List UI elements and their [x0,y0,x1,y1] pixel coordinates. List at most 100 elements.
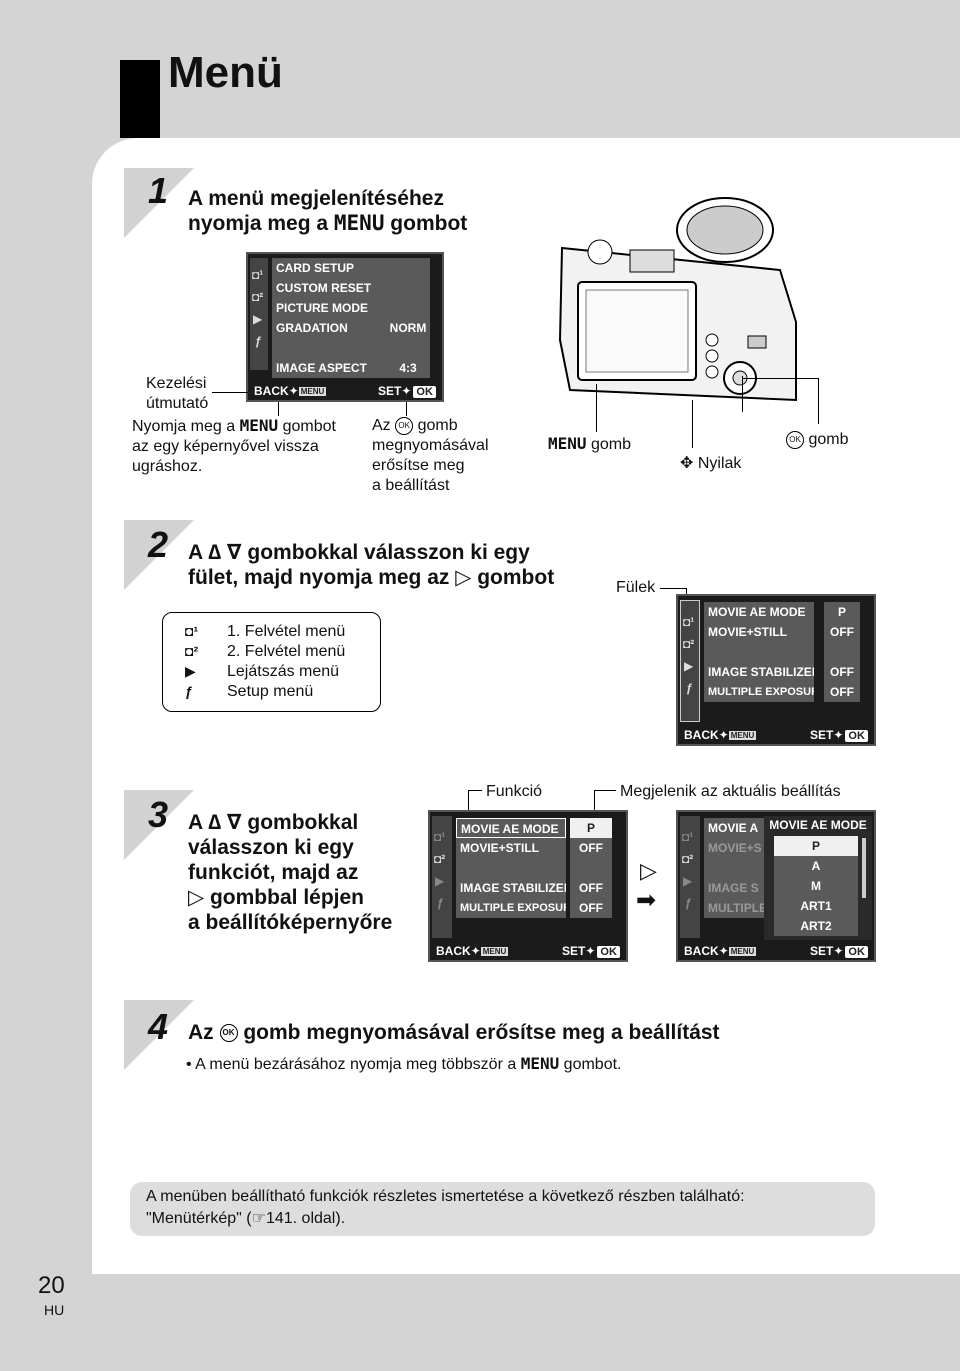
step-corner [124,790,194,860]
menu-item[interactable]: CARD SETUP [272,258,430,278]
right-arrow-icon: ▷ [640,858,657,883]
menu-item[interactable] [456,858,566,878]
title-marker [120,60,160,138]
arrows-label: ✥ Nyilak [680,455,742,472]
info-box: A menüben beállítható funkciók részletes… [130,1182,875,1236]
menu-item[interactable]: IMAGE STABILIZER [456,878,566,898]
step-3-text: A ∆ ∇ gombokkal válasszon ki egy funkció… [188,811,393,934]
camera-2-icon: ◘² [185,643,199,659]
menu-value: OFF [570,838,612,858]
menu-value: OFF [570,878,612,898]
step-corner [124,1000,194,1070]
ok-note: Az OK gomb megnyomásával erősítse meg a … [372,416,489,494]
menu-screen-1: ◘¹ ◘² ▶ ƒ CARD SETUP CUSTOM RESET PICTUR… [246,252,444,402]
menu-value: OFF [824,622,860,642]
camera-1-icon: ◘¹ [683,615,695,629]
camera-illustration [558,197,797,402]
play-icon: ▶ [185,663,196,679]
back-guide: BACK✦MENU [684,944,757,958]
menu-item[interactable]: GRADATION [272,318,430,338]
popup-title: MOVIE AE MODE [769,818,867,832]
scrollbar[interactable] [862,838,866,898]
page-title: Menü [168,48,283,97]
tab-column: ◘¹ ◘² ▶ ƒ [680,816,700,938]
camera-2-icon: ◘² [434,852,446,866]
set-guide: SET✦OK [810,944,868,958]
step-4-number: 4 [148,1006,169,1047]
menu-item[interactable]: PICTURE MODE [272,298,430,318]
camera-2-icon: ◘² [683,637,695,651]
tab-legend: ◘¹ 1. Felvétel menü ◘² 2. Felvétel menü … [162,612,381,712]
menu-item[interactable]: MULTIPLE EXPOSURE [704,682,814,702]
menu-item[interactable]: MOVIE+STILL [456,838,566,858]
menu-screen-3b: ◘¹ ◘² ▶ ƒ MOVIE A MOVIE+S IMAGE S MULTIP… [676,810,876,962]
step-2-text: A ∆ ∇ gombokkal válasszon ki egy fület, … [188,541,555,589]
wrench-icon: ƒ [685,896,692,910]
menu-item[interactable] [704,858,764,878]
option-item[interactable]: ART1 [774,896,858,916]
menu-item[interactable]: MOVIE+S [704,838,764,858]
page-reference-icon: ☞ [251,1210,266,1227]
menu-button-label: MENU gomb [548,434,632,453]
option-item[interactable]: ART2 [774,916,858,936]
step-4-text: Az OK gomb megnyomásával erősítse meg a … [188,1021,720,1044]
menu-item[interactable] [704,642,814,662]
page-number: 20 [38,1272,65,1299]
menu-screen-2: ◘¹ ◘² ▶ ƒ MOVIE AE MODE MOVIE+STILL IMAG… [676,594,876,746]
menu-item[interactable]: IMAGE STABILIZER [704,662,814,682]
menu-value: P [824,602,860,622]
back-guide: BACK✦MENU [684,728,757,742]
ok-icon: OK [786,430,804,449]
option-item[interactable]: P [774,836,858,856]
menu-value: OFF [824,662,860,682]
wrench-icon: ƒ [185,683,193,699]
current-setting-label: Megjelenik az aktuális beállítás [620,783,841,800]
step-corner [124,168,194,238]
menu-item[interactable]: MULTIPLE [704,898,764,918]
menu-item[interactable]: MOVIE AE MODE [456,818,566,838]
tabs-label: Fülek [616,579,656,596]
ok-button-label: OK gomb [786,430,848,450]
set-guide: SET✦OK [562,944,620,958]
menu-value: OFF [570,898,612,918]
tab-column: ◘¹ ◘² ▶ ƒ [250,258,268,370]
arrow-pad-icon: ✥ [680,455,694,472]
menu-item[interactable] [272,338,430,358]
camera-2-icon: ◘² [252,290,264,304]
menu-item[interactable]: MULTIPLE EXPOSURE [456,898,566,918]
ok-icon: OK [395,416,414,435]
menu-screen-3a: ◘¹ ◘² ▶ ƒ MOVIE AE MODE MOVIE+STILL IMAG… [428,810,628,962]
menu-item[interactable]: MOVIE+STILL [704,622,814,642]
step-corner [124,520,194,590]
filled-arrow-icon: ➡ [636,887,657,914]
step-4-bullet: • A menü bezárásához nyomja meg többször… [186,1054,622,1073]
set-guide: SET✦OK [810,728,868,742]
set-guide: SET✦OK [378,384,436,398]
menu-item[interactable]: MOVIE A [704,818,764,838]
step-1-number: 1 [148,170,169,211]
menu-value: OFF [824,682,860,702]
menu-item[interactable]: IMAGE ASPECT [272,358,430,378]
camera-2-icon: ◘² [682,852,694,866]
wrench-icon: ƒ [255,334,262,348]
menu-item[interactable]: CUSTOM RESET [272,278,430,298]
menu-item[interactable]: IMAGE S [704,878,764,898]
option-item[interactable]: M [774,876,858,896]
play-icon: ▶ [253,312,263,326]
wrench-icon: ƒ [437,896,444,910]
tab-column: ◘¹ ◘² ▶ ƒ [432,816,452,938]
play-icon: ▶ [683,874,693,888]
camera-1-icon: ◘¹ [185,623,199,639]
option-item[interactable]: A [774,856,858,876]
step-1-text: A menü megjelenítéséhez nyomja meg a MEN… [188,187,468,235]
setting-popup: MOVIE AE MODE P A M ART1 ART2 [764,816,872,940]
step-3-number: 3 [148,794,169,835]
menu-item[interactable]: MOVIE AE MODE [704,602,814,622]
function-label: Funkció [486,783,543,800]
step-2-number: 2 [148,524,169,565]
camera-1-icon: ◘¹ [434,830,446,844]
tab-column: ◘¹ ◘² ▶ ƒ [680,600,700,722]
menu-value: P [570,818,612,838]
menu-value [570,858,612,878]
